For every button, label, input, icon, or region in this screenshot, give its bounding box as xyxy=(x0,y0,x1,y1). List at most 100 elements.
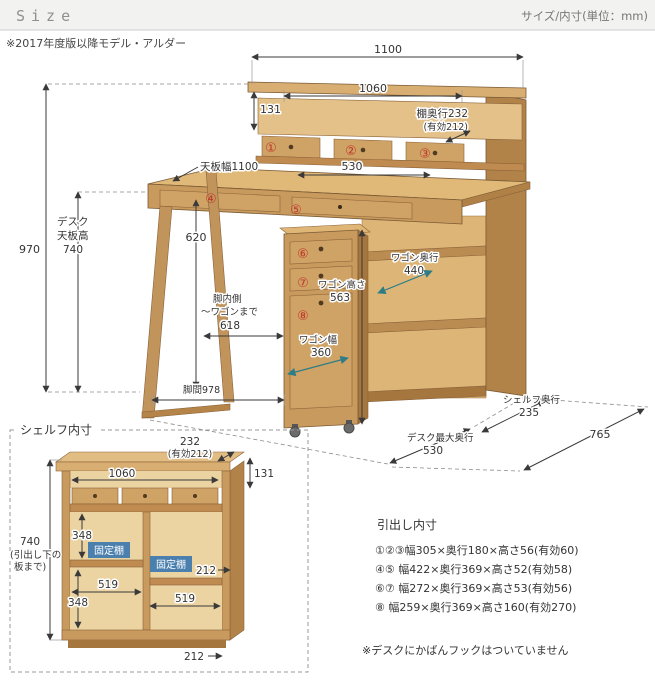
leader-top-width xyxy=(172,166,199,182)
caster-wheel-icon xyxy=(289,426,301,438)
dim-total-depth: 765 xyxy=(590,428,611,441)
knob-icon xyxy=(432,150,438,156)
shelf-dim-height-note2: 板まで) xyxy=(14,561,46,573)
dim-total-width: 1100 xyxy=(374,43,402,56)
shelf-section-title-bg xyxy=(16,423,100,436)
dim-wagon-width-value: 360 xyxy=(311,347,331,359)
keyhole-icon xyxy=(338,205,342,209)
shelf-dim-hutch-height: 131 xyxy=(254,468,274,480)
dim-shelf-unit-depth-value: 235 xyxy=(519,407,539,419)
shelf-dim-depth-lower: 212 xyxy=(184,651,204,663)
header-background xyxy=(0,0,655,30)
dim-shelf-depth-line2: (有効212) xyxy=(423,121,468,133)
drawer-mark-8: ⑧ xyxy=(297,309,309,324)
shelf-dim-height-note1: (引出し下の xyxy=(10,549,61,561)
dim-wagon-height-label: ワゴン高さ xyxy=(318,279,366,291)
knob-icon xyxy=(318,300,324,306)
shelf-center-divider xyxy=(142,511,151,631)
drawer-inner-line-2: ④⑤ 幅422×奥行369×高さ52(有効58) xyxy=(375,562,572,576)
knob-icon xyxy=(193,494,197,498)
knob-icon xyxy=(93,494,97,498)
page-title: Size xyxy=(16,7,76,25)
drawer-mark-2: ② xyxy=(345,144,357,159)
shelf-dim-line-depth xyxy=(217,451,235,462)
caster-wheel-icon xyxy=(343,422,355,434)
dim-hutch-inner-width: 1060 xyxy=(359,82,387,95)
dim-line-shelf-depth xyxy=(445,130,471,143)
knob-icon xyxy=(318,273,324,279)
dim-line-wagon-width xyxy=(287,355,349,377)
shelf-inner-section: シェルフ内寸 固定棚 固定棚 232 (有効212) 131 1060 xyxy=(9,423,309,673)
shelf-dim-comp-height-bottom: 348 xyxy=(68,597,88,609)
hutch-bottom-board xyxy=(255,155,525,172)
shelf-side-panel xyxy=(229,460,245,641)
dim-leg-inner-line1: 脚内側 xyxy=(213,293,242,305)
drawer-mark-5: ⑤ xyxy=(290,203,302,218)
shelf-dim-height: 740 xyxy=(20,536,40,548)
shelf-fixed-right xyxy=(149,577,223,586)
shelf-section-border xyxy=(9,429,309,673)
dim-leg-inner-value: 618 xyxy=(220,320,240,332)
drawer-mark-1: ① xyxy=(265,141,277,156)
dim-top-depth: 530 xyxy=(342,160,363,173)
dim-top-width: 天板幅1100 xyxy=(200,160,258,173)
drawer-mark-6: ⑥ xyxy=(297,247,309,262)
dim-under-height: 620 xyxy=(186,231,207,244)
shelf-left-stile xyxy=(61,470,71,641)
shelf-dim-comp-height-top: 348 xyxy=(72,530,92,542)
wagon-side xyxy=(357,229,369,425)
dim-hutch-height: 131 xyxy=(260,103,281,116)
header: Size サイズ/内寸(単位：mm) xyxy=(0,0,655,31)
shelf-bottom-board xyxy=(61,629,231,641)
model-note: ※2017年度版以降モデル・アルダー xyxy=(6,36,186,50)
fixed-shelf-label-left: 固定棚 xyxy=(94,544,124,557)
shelf-base xyxy=(68,640,226,648)
fixed-shelf-badge-right xyxy=(150,556,192,572)
shelf-dim-width: 1060 xyxy=(109,468,136,480)
shelf-drawer-rail xyxy=(69,503,223,513)
wagon-drawer-6 xyxy=(289,238,353,265)
shelf-right-stile xyxy=(221,470,231,641)
drawer-inner-section: 引出し内寸 ①②③幅305×奥行180×高さ56(有効60) ④⑤ 幅422×奥… xyxy=(362,518,579,657)
shelf-dim-depth: 232 xyxy=(180,436,200,448)
desk-drawer-5 xyxy=(291,196,413,220)
fixed-shelf-label-right: 固定棚 xyxy=(156,558,186,571)
shelf-section-title: シェルフ内寸 xyxy=(20,423,92,437)
wagon-drawer-7 xyxy=(289,265,353,292)
desk-drawer-4 xyxy=(159,189,281,213)
drawer-inner-line-4: ⑧ 幅259×奥行369×高さ160(有効270) xyxy=(375,600,576,614)
drawer-mark-4: ④ xyxy=(205,192,217,207)
dim-wagon-width-label: ワゴン幅 xyxy=(299,334,338,346)
dim-wagon-depth-label: ワゴン奥行 xyxy=(391,252,439,264)
header-unit-note: サイズ/内寸(単位：mm) xyxy=(521,9,648,23)
knob-icon xyxy=(318,246,324,252)
desk-illustration xyxy=(141,81,531,438)
drawer-inner-line-3: ⑥⑦ 幅272×奥行369×高さ53(有効56) xyxy=(375,581,572,595)
shelf-top-surface xyxy=(55,451,245,463)
dim-line-total-depth xyxy=(523,408,645,471)
fixed-shelf-badge-left xyxy=(88,542,130,558)
desk-leg-front xyxy=(141,205,173,419)
dim-line-desk-max-depth xyxy=(389,428,471,464)
drawer-mark-7: ⑦ xyxy=(297,276,309,291)
shelf-dim-comp-width-right: 519 xyxy=(175,593,195,605)
shelf-dim-depth-upper: 212 xyxy=(196,565,216,577)
dim-desk-height-line1: デスク xyxy=(57,215,89,228)
dim-shelf-unit-depth-label: シェルフ奥行 xyxy=(503,394,561,406)
dim-line-shelf-unit-depth xyxy=(481,400,545,433)
shelf-unit-interior xyxy=(361,215,487,399)
dim-desk-height-value: 740 xyxy=(63,244,83,256)
drawer-mark-3: ③ xyxy=(419,147,431,162)
dimension-annotations: 1100 1060 131 棚奥行232 (有効212) 天板幅1100 530… xyxy=(18,42,649,472)
dim-wagon-height-value: 563 xyxy=(330,292,350,304)
dim-shelf-depth-line1: 棚奥行232 xyxy=(416,107,468,120)
dim-line-wagon-depth xyxy=(377,269,433,295)
desk-leg-runner xyxy=(141,403,231,419)
drawer-inner-title: 引出し内寸 xyxy=(377,518,437,532)
shelf-top-board xyxy=(55,461,231,472)
hook-note: ※デスクにかばんフックはついていません xyxy=(362,643,569,657)
knob-icon xyxy=(143,494,147,498)
drawer-inner-line-1: ①②③幅305×奥行180×高さ56(有効60) xyxy=(375,543,579,557)
dim-leg-span: 脚間978 xyxy=(183,385,220,396)
